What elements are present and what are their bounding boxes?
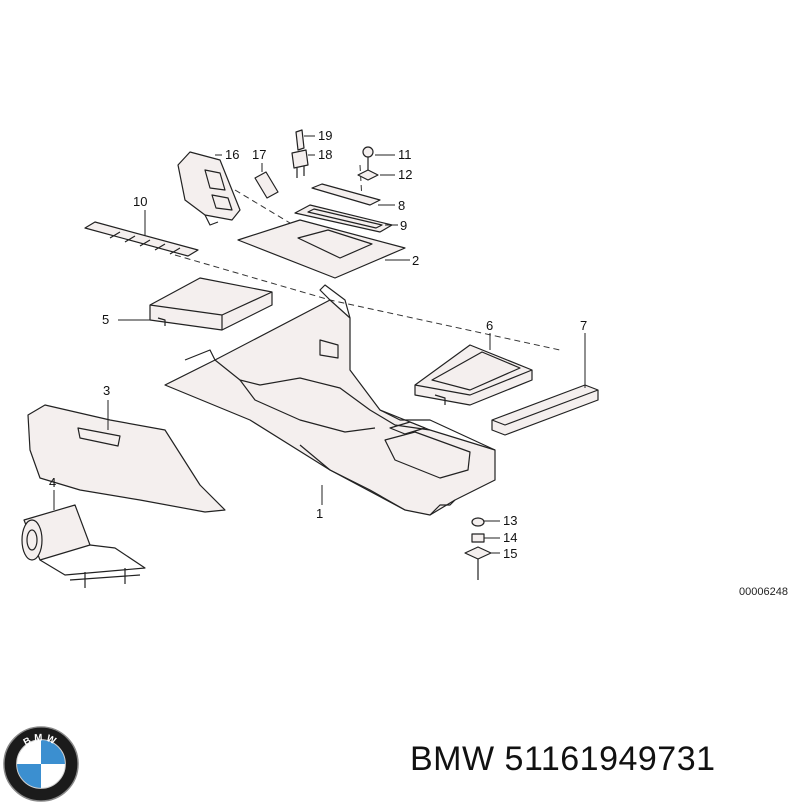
part-6-insert [414,344,533,406]
callout-17: 17 [252,147,266,162]
callout-12: 12 [398,167,412,182]
part-16-bracket [177,151,241,226]
logo-letters: BMW [22,732,58,748]
callout-4: 4 [49,475,56,490]
callout-16: 16 [225,147,239,162]
svg-text:BMW: BMW [22,732,60,748]
callout-15: 15 [503,546,517,561]
callout-14: 14 [503,530,517,545]
part-1-center-console [164,284,496,516]
callout-labels: 1 2 3 4 5 6 7 8 9 10 11 12 13 14 15 16 1… [49,128,587,561]
brand-name: BMW [410,740,495,778]
part-17-cap [254,171,279,199]
callout-9: 9 [400,218,407,233]
diagram-code: 00006248 [739,586,788,598]
callout-10: 10 [133,194,147,209]
callout-1: 1 [316,506,323,521]
part-15-plate [464,546,492,580]
part-10-grille [84,221,199,257]
part-7-trim-strip [491,384,599,436]
callout-8: 8 [398,198,405,213]
callout-5: 5 [102,312,109,327]
part-8-cover-strip [311,183,381,206]
part-19-bulb [295,129,305,151]
part-4-material-roll [21,504,146,588]
bmw-roundel-icon: BMW [3,726,79,802]
callout-11: 11 [398,147,412,162]
part-5-tray [149,277,273,331]
callout-3: 3 [103,383,110,398]
callout-13: 13 [503,513,517,528]
part-11-screw [362,146,374,170]
part-12-clip [357,169,379,181]
assembly-line [359,164,363,201]
part-13-cap [471,517,485,527]
part-18-socket [291,149,309,178]
callout-19: 19 [318,128,332,143]
leader-lines [53,135,586,554]
part-3-side-panel [27,404,226,513]
part-14-spacer [471,533,485,543]
callout-6: 6 [486,318,493,333]
callout-7: 7 [580,318,587,333]
part-number-caption: BMW 51161949731 [410,740,716,779]
callout-2: 2 [412,253,419,268]
callout-18: 18 [318,147,332,162]
part-number: 51161949731 [504,740,716,778]
part-2-trim-panel [237,219,406,279]
